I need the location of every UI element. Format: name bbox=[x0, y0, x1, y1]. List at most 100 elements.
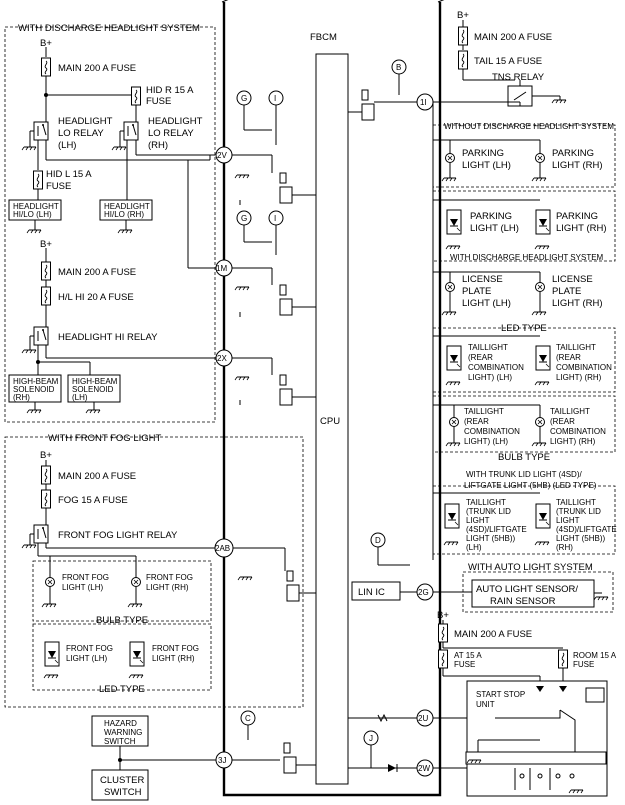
svg-text:SOLENOID: SOLENOID bbox=[72, 385, 114, 394]
hi-relay-label: HEADLIGHT HI RELAY bbox=[58, 332, 158, 343]
svg-text:H/L HI 20 A FUSE: H/L HI 20 A FUSE bbox=[58, 292, 134, 303]
svg-text:HEADLIGHT: HEADLIGHT bbox=[148, 116, 203, 127]
svg-text:(LH): (LH) bbox=[72, 393, 88, 402]
svg-text:LIGHT: LIGHT bbox=[466, 516, 490, 525]
svg-text:FOG 15 A FUSE: FOG 15 A FUSE bbox=[58, 495, 128, 506]
svg-text:1M: 1M bbox=[216, 264, 227, 273]
svg-text:COMBINATION: COMBINATION bbox=[468, 363, 524, 372]
svg-text:HIGH-BEAM: HIGH-BEAM bbox=[72, 377, 118, 386]
svg-text:LIGHT) (RH): LIGHT) (RH) bbox=[550, 437, 596, 446]
svg-text:C: C bbox=[245, 714, 251, 723]
svg-text:2AB: 2AB bbox=[215, 544, 230, 553]
fog-relay-label: FRONT FOG LIGHT RELAY bbox=[58, 530, 178, 541]
svg-text:LIGHT (5HB)): LIGHT (5HB)) bbox=[466, 534, 516, 543]
svg-text:START STOP: START STOP bbox=[476, 690, 525, 699]
svg-text:BULB TYPE: BULB TYPE bbox=[96, 615, 148, 626]
svg-text:FRONT FOG: FRONT FOG bbox=[152, 644, 199, 653]
svg-text:HIGH-BEAM: HIGH-BEAM bbox=[13, 377, 59, 386]
auto-light-sensor-box bbox=[471, 579, 595, 608]
svg-text:CLUSTER: CLUSTER bbox=[100, 775, 144, 786]
svg-text:TAILLIGHT: TAILLIGHT bbox=[468, 343, 508, 352]
svg-text:FRONT FOG: FRONT FOG bbox=[66, 644, 113, 653]
svg-text:LIGHT (RH): LIGHT (RH) bbox=[556, 223, 607, 234]
svg-text:HEADLIGHT: HEADLIGHT bbox=[104, 202, 150, 211]
svg-text:LIGHT (LH): LIGHT (LH) bbox=[62, 583, 104, 592]
svg-text:(RH): (RH) bbox=[556, 543, 573, 552]
svg-text:ROOM 15 A: ROOM 15 A bbox=[573, 651, 617, 660]
svg-text:LED TYPE: LED TYPE bbox=[501, 323, 547, 334]
svg-text:HID R 15 A: HID R 15 A bbox=[146, 85, 194, 96]
svg-text:B+: B+ bbox=[40, 239, 52, 250]
svg-text:PARKING: PARKING bbox=[552, 148, 594, 159]
svg-text:PARKING: PARKING bbox=[556, 211, 598, 222]
main-fuse-label: MAIN 200 A FUSE bbox=[58, 63, 136, 74]
text-layer: WITH DISCHARGE HEADLIGHT SYSTEM B+ MAIN … bbox=[13, 10, 617, 798]
svg-text:PARKING: PARKING bbox=[462, 148, 504, 159]
fbcm-outline bbox=[222, 2, 442, 797]
svg-text:MAIN 200 A FUSE: MAIN 200 A FUSE bbox=[454, 629, 532, 640]
discharge-section-title: WITH DISCHARGE HEADLIGHT SYSTEM bbox=[18, 23, 200, 34]
svg-text:AT 15 A: AT 15 A bbox=[454, 651, 482, 660]
svg-text:MAIN 200 A FUSE: MAIN 200 A FUSE bbox=[474, 32, 552, 43]
svg-text:WITH DISCHARGE HEADLIGHT SYSTE: WITH DISCHARGE HEADLIGHT SYSTEM bbox=[450, 253, 604, 262]
fog-section-title: WITH FRONT FOG LIGHT bbox=[48, 433, 161, 444]
auto-light-title: WITH AUTO LIGHT SYSTEM bbox=[468, 562, 593, 573]
svg-text:TAILLIGHT: TAILLIGHT bbox=[556, 343, 596, 352]
svg-text:HEADLIGHT: HEADLIGHT bbox=[13, 202, 59, 211]
svg-text:COMBINATION: COMBINATION bbox=[556, 363, 612, 372]
svg-text:WITHOUT DISCHARGE HEADLIGHT SY: WITHOUT DISCHARGE HEADLIGHT SYSTEM bbox=[444, 122, 614, 131]
svg-text:WARNING: WARNING bbox=[104, 728, 142, 737]
svg-text:(REAR: (REAR bbox=[468, 353, 493, 362]
svg-text:HEADLIGHT: HEADLIGHT bbox=[58, 116, 113, 127]
svg-text:LIFTGATE LIGHT (5HB) (LED TYPE: LIFTGATE LIGHT (5HB) (LED TYPE) bbox=[464, 481, 597, 490]
svg-text:PARKING: PARKING bbox=[470, 211, 512, 222]
svg-text:AUTO LIGHT SENSOR/: AUTO LIGHT SENSOR/ bbox=[476, 584, 578, 595]
svg-text:LIGHT: LIGHT bbox=[556, 516, 580, 525]
driver-blocks bbox=[232, 59, 417, 774]
svg-text:UNIT: UNIT bbox=[476, 700, 495, 709]
svg-text:(RH): (RH) bbox=[13, 393, 30, 402]
svg-text:(LH): (LH) bbox=[58, 140, 76, 151]
svg-text:2V: 2V bbox=[217, 151, 227, 160]
svg-text:(4SD)/LIFTGATE: (4SD)/LIFTGATE bbox=[466, 525, 527, 534]
svg-text:COMBINATION: COMBINATION bbox=[464, 427, 520, 436]
svg-text:FRONT FOG: FRONT FOG bbox=[146, 573, 193, 582]
svg-text:B+: B+ bbox=[40, 450, 52, 461]
svg-text:(REAR: (REAR bbox=[550, 417, 575, 426]
svg-text:PLATE: PLATE bbox=[462, 286, 491, 297]
svg-text:(REAR: (REAR bbox=[556, 353, 581, 362]
svg-text:(LH): (LH) bbox=[466, 543, 482, 552]
svg-text:LIGHT) (LH): LIGHT) (LH) bbox=[464, 437, 508, 446]
svg-text:PLATE: PLATE bbox=[552, 286, 581, 297]
svg-text:(4SD)/LIFTGATE: (4SD)/LIFTGATE bbox=[556, 525, 617, 534]
svg-text:FUSE: FUSE bbox=[146, 96, 171, 107]
svg-text:J: J bbox=[369, 734, 373, 743]
svg-text:HI/LO (RH): HI/LO (RH) bbox=[104, 210, 144, 219]
discharge-section bbox=[4, 26, 216, 423]
svg-text:MAIN 200 A FUSE: MAIN 200 A FUSE bbox=[58, 471, 136, 482]
svg-text:LIGHT (5HB)): LIGHT (5HB)) bbox=[556, 534, 606, 543]
cpu-block bbox=[315, 53, 349, 785]
svg-text:(TRUNK LID: (TRUNK LID bbox=[556, 507, 601, 516]
svg-text:LO RELAY: LO RELAY bbox=[58, 128, 104, 139]
fog-wiring bbox=[21, 460, 215, 679]
svg-text:1I: 1I bbox=[420, 98, 427, 107]
svg-text:2G: 2G bbox=[418, 588, 429, 597]
svg-text:LIGHT) (RH): LIGHT) (RH) bbox=[556, 373, 602, 382]
svg-text:I: I bbox=[274, 94, 276, 103]
svg-text:B+: B+ bbox=[40, 38, 52, 49]
svg-text:LO RELAY: LO RELAY bbox=[148, 128, 194, 139]
svg-text:HAZARD: HAZARD bbox=[104, 719, 137, 728]
svg-text:B+: B+ bbox=[457, 10, 469, 21]
svg-text:(RH): (RH) bbox=[148, 140, 168, 151]
svg-text:I: I bbox=[274, 214, 276, 223]
fbcm-title: FBCM bbox=[310, 32, 337, 43]
cpu-label: CPU bbox=[320, 416, 340, 427]
svg-text:LIGHT (RH): LIGHT (RH) bbox=[552, 298, 603, 309]
tns-relay-label: TNS RELAY bbox=[492, 72, 545, 83]
svg-text:3J: 3J bbox=[218, 756, 226, 765]
svg-text:TAILLIGHT: TAILLIGHT bbox=[466, 498, 506, 507]
svg-text:MAIN 200 A FUSE: MAIN 200 A FUSE bbox=[58, 267, 136, 278]
svg-text:COMBINATION: COMBINATION bbox=[550, 427, 606, 436]
